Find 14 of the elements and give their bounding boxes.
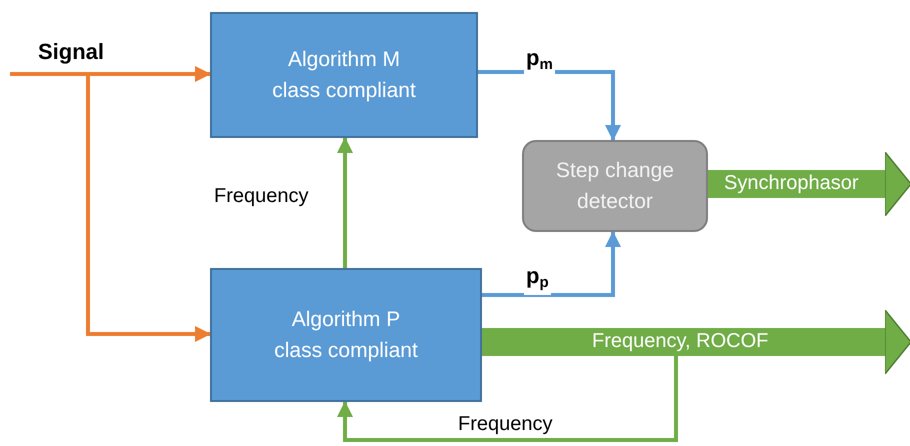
box-label: Algorithm P class compliant (273, 307, 419, 364)
detector-box (522, 140, 708, 232)
block-arrow (708, 151, 910, 217)
algorithm-box (210, 12, 478, 138)
edge-label: Synchrophasor (723, 171, 860, 195)
arrow (482, 231, 621, 297)
arrow (10, 66, 211, 82)
arrow (337, 137, 353, 268)
box-label: Algorithm M class compliant (271, 47, 417, 104)
algorithm-box (210, 268, 482, 402)
box-label: Step change detector (555, 158, 675, 215)
block-arrow (482, 309, 910, 375)
edge-label: Frequency, ROCOF (591, 329, 770, 353)
arrow (86, 74, 211, 342)
